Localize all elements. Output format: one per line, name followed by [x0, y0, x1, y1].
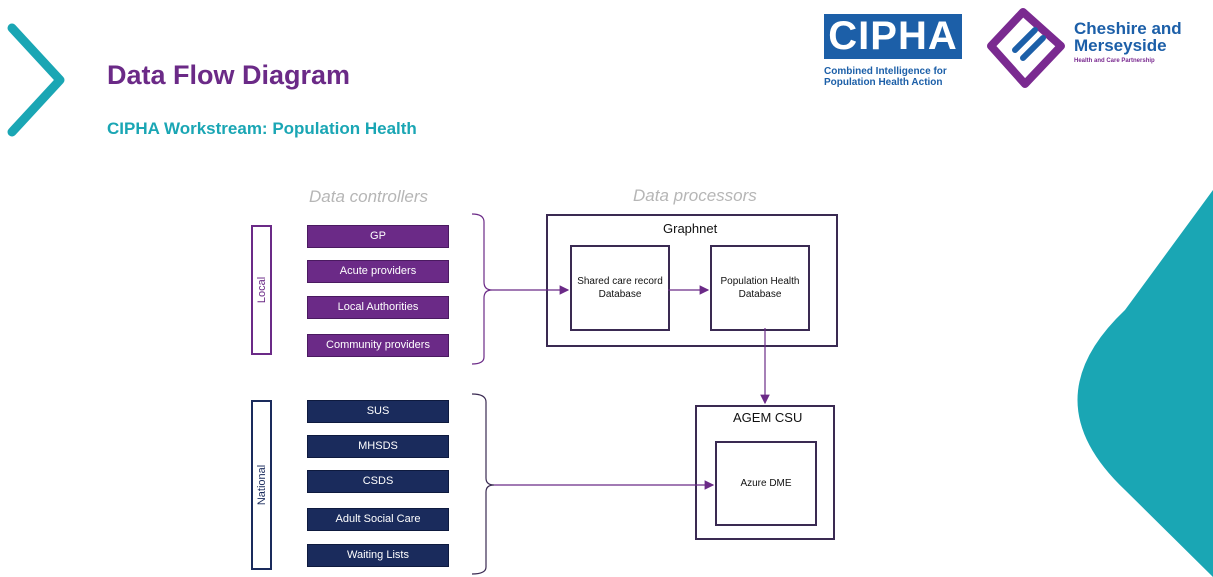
agem-csu-title: AGEM CSU — [733, 410, 803, 425]
source-csds: CSDS — [307, 470, 449, 493]
page-subtitle: CIPHA Workstream: Population Health — [107, 119, 417, 138]
shared-care-record-database: Shared care record Database — [570, 245, 670, 331]
graphnet-title: Graphnet — [663, 221, 718, 236]
teal-corner-decoration — [1077, 190, 1213, 577]
azure-dme: Azure DME — [715, 441, 817, 526]
source-sus: SUS — [307, 400, 449, 423]
source-adult-social-care: Adult Social Care — [307, 508, 449, 531]
source-acute-providers: Acute providers — [307, 260, 449, 283]
cipha-logo-subtitle: Combined Intelligence for Population Hea… — [824, 66, 947, 88]
population-health-database: Population Health Database — [710, 245, 810, 331]
page-title: Data Flow Diagram — [107, 60, 351, 90]
source-local-authorities: Local Authorities — [307, 296, 449, 319]
chevron-decoration — [7, 23, 65, 137]
source-waiting-lists: Waiting Lists — [307, 544, 449, 567]
source-community-providers: Community providers — [307, 334, 449, 357]
cipha-logo: CIPHA — [824, 14, 962, 59]
source-mhsds: MHSDS — [307, 435, 449, 458]
local-group-label: Local — [251, 225, 272, 355]
source-gp: GP — [307, 225, 449, 248]
data-controllers-heading: Data controllers — [309, 187, 429, 206]
data-processors-heading: Data processors — [633, 186, 757, 205]
local-bracket — [471, 213, 493, 365]
cheshire-merseyside-logo-subtitle: Health and Care Partnership — [1074, 58, 1155, 64]
cheshire-merseyside-logo-text: Cheshire and Merseyside — [1074, 19, 1182, 55]
national-group-label: National — [251, 400, 272, 570]
national-bracket — [471, 393, 495, 575]
cheshire-merseyside-logo-icon — [987, 8, 1065, 88]
